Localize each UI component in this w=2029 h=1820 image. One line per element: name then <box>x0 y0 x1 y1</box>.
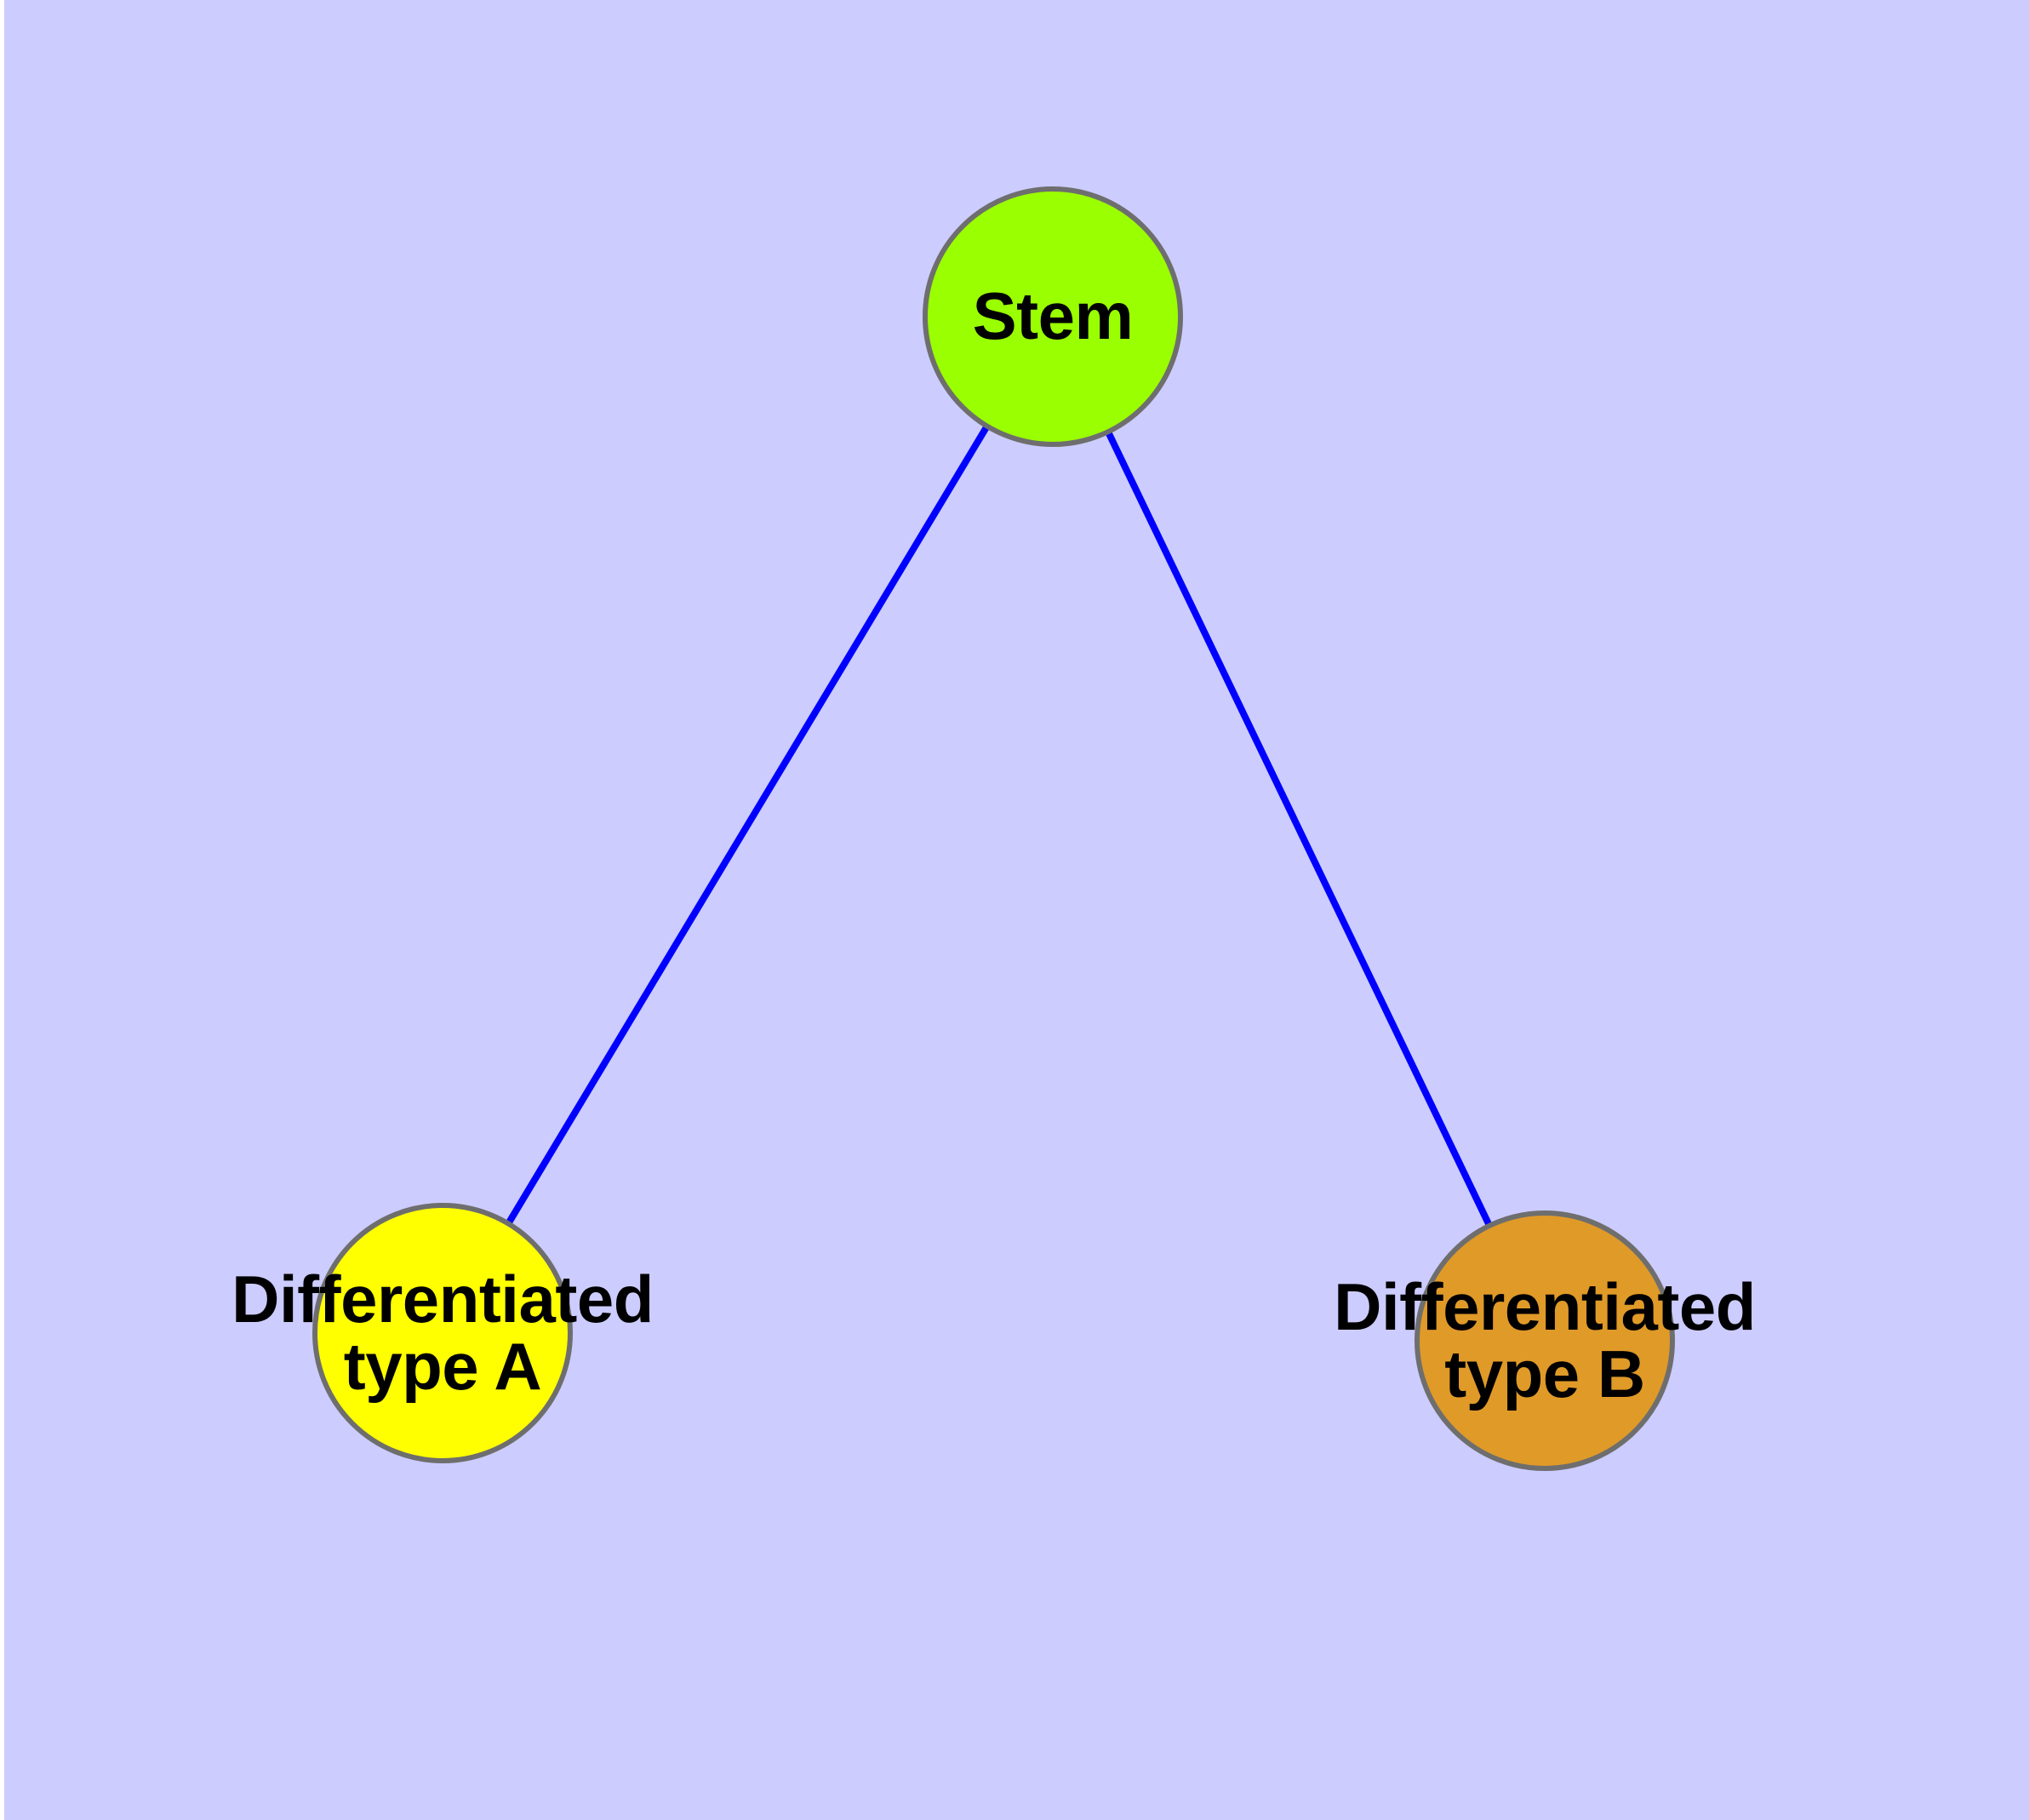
graph-node-diff-b[interactable] <box>1415 1210 1675 1471</box>
edge-layer <box>505 424 1493 1228</box>
graph-edge-stem-to-diff-b <box>1105 430 1493 1228</box>
graph-edge-stem-to-diff-a <box>505 424 991 1226</box>
graph-node-diff-a[interactable] <box>312 1203 573 1463</box>
graph-node-stem[interactable] <box>923 186 1183 447</box>
canvas-left-margin <box>0 0 4 1820</box>
node-layer <box>312 186 1675 1471</box>
